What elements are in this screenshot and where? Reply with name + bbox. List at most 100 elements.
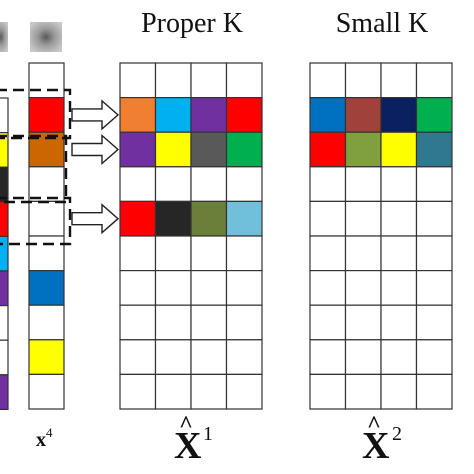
hollow-arrow xyxy=(71,133,120,166)
partial-column-cell xyxy=(0,339,9,376)
small-k-cell xyxy=(309,62,347,99)
proper-k-cell xyxy=(190,339,228,375)
small-k-cell xyxy=(344,304,382,341)
small-k-title: Small K xyxy=(336,8,429,39)
small-k-cell xyxy=(344,200,382,237)
x4-column-cell xyxy=(28,200,65,237)
svg-text:1: 1 xyxy=(203,423,213,445)
proper-k-cell xyxy=(119,339,157,375)
x4-column-cell xyxy=(28,373,65,410)
partial-column-cell xyxy=(0,166,9,203)
x4-column-cell xyxy=(28,304,65,341)
proper-k-cell xyxy=(154,270,192,306)
small-k-cell xyxy=(415,339,453,375)
small-k-cell xyxy=(309,304,347,341)
dashed-selection-brackets xyxy=(0,88,72,246)
partial-column-cell xyxy=(0,97,9,134)
proper-k-cell xyxy=(119,62,157,99)
small-k-cell xyxy=(309,270,347,306)
dashed-bracket-2 xyxy=(0,134,68,204)
proper-k-cell xyxy=(190,131,228,168)
hollow-arrow xyxy=(71,203,120,235)
partial-column-cell xyxy=(0,201,9,238)
partial-column-cell xyxy=(0,235,9,272)
small-k-cell xyxy=(344,270,382,306)
small-k-cell xyxy=(415,373,453,410)
proper-k-cell xyxy=(190,96,228,133)
small-k-cell xyxy=(415,131,453,168)
proper-k-cell xyxy=(154,166,192,203)
small-k-cell xyxy=(309,96,347,133)
dashed-bracket-3 xyxy=(0,196,72,246)
image-thumbnail-1 xyxy=(0,22,8,52)
proper-k-cell xyxy=(225,235,263,272)
x4-column-cell xyxy=(28,96,65,133)
proper-k-cell xyxy=(154,235,192,272)
x4-column-cell xyxy=(28,270,65,306)
small-k-cell xyxy=(309,200,347,237)
proper-k-cell xyxy=(119,96,157,133)
proper-k-cell xyxy=(190,373,228,410)
proper-k-cell xyxy=(119,373,157,410)
proper-k-cell xyxy=(225,62,263,99)
small-k-cell xyxy=(344,131,382,168)
proper-k-cell xyxy=(119,235,157,272)
proper-k-cell xyxy=(190,270,228,306)
proper-k-cell xyxy=(154,62,192,99)
proper-k-cell xyxy=(119,131,157,168)
image-thumbnail-2 xyxy=(30,22,62,52)
hat-accent-1: ^ xyxy=(179,412,193,438)
small-k-cell xyxy=(415,304,453,341)
proper-k-cell xyxy=(190,304,228,341)
partial-column-cell xyxy=(0,270,9,307)
hat-accent-2: ^ xyxy=(367,412,381,438)
proper-k-cell xyxy=(225,373,263,410)
small-k-cell xyxy=(380,131,418,168)
proper-k-cell xyxy=(154,304,192,341)
proper-k-cell xyxy=(154,339,192,375)
small-k-cell xyxy=(344,339,382,375)
small-k-cell xyxy=(309,131,347,168)
proper-k-title: Proper K xyxy=(141,8,243,39)
small-k-cell xyxy=(380,339,418,375)
proper-k-cell xyxy=(225,166,263,203)
proper-k-cell xyxy=(119,304,157,341)
proper-k-cell xyxy=(190,200,228,237)
small-k-cell xyxy=(344,166,382,203)
x-hat-2-label: X ^ 2 xyxy=(362,412,402,467)
small-k-cell xyxy=(309,235,347,272)
proper-k-cell xyxy=(154,96,192,133)
small-k-grid xyxy=(309,62,453,410)
small-k-cell xyxy=(380,235,418,272)
small-k-cell xyxy=(344,62,382,99)
x4-column-cell xyxy=(28,166,65,203)
small-k-cell xyxy=(344,373,382,410)
small-k-cell xyxy=(380,96,418,133)
x4-column-cell xyxy=(28,235,65,272)
small-k-cell xyxy=(415,96,453,133)
small-k-cell xyxy=(415,62,453,99)
proper-k-grid xyxy=(119,62,263,410)
small-k-cell xyxy=(380,270,418,306)
small-k-cell xyxy=(380,304,418,341)
partial-column-cell xyxy=(0,374,9,410)
small-k-cell xyxy=(309,166,347,203)
small-k-cell xyxy=(380,166,418,203)
hollow-arrow xyxy=(71,99,120,131)
small-k-cell xyxy=(380,62,418,99)
proper-k-cell xyxy=(225,339,263,375)
proper-k-cell xyxy=(190,166,228,203)
small-k-cell xyxy=(415,200,453,237)
small-k-cell xyxy=(415,235,453,272)
proper-k-cell xyxy=(225,131,263,168)
proper-k-cell xyxy=(190,62,228,99)
small-k-cell xyxy=(344,235,382,272)
mapping-arrows xyxy=(71,99,120,235)
small-k-cell xyxy=(415,270,453,306)
small-k-cell xyxy=(344,96,382,133)
proper-k-cell xyxy=(119,270,157,306)
proper-k-cell xyxy=(154,200,192,237)
svg-text:X: X xyxy=(174,425,201,467)
proper-k-cell xyxy=(225,96,263,133)
